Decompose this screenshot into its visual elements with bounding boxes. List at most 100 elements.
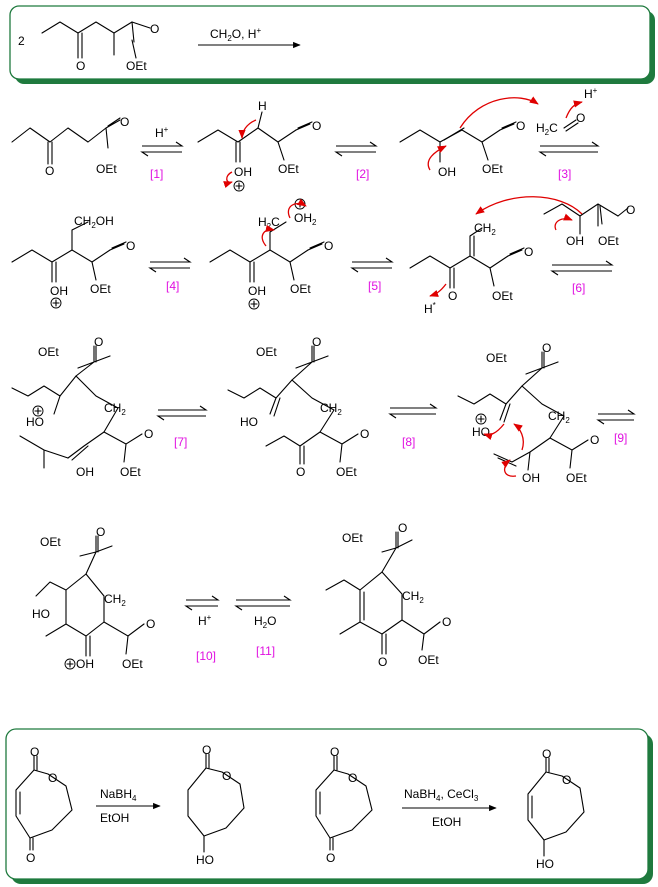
atom-o: O <box>378 655 387 669</box>
diketone-diester: OEt O CH2 HO O OEt O <box>227 335 369 479</box>
step-label: [8] <box>402 435 415 449</box>
oxonium-adduct: H2C OH2 OH O OEt <box>209 198 333 310</box>
atom-oh: OH <box>566 234 584 248</box>
atom-o: O <box>326 851 335 865</box>
atom-ho: HO <box>196 853 214 867</box>
bottom-reaction-box: O O O NaBH4 EtOH O O HO O O O NaBH4, CeC… <box>5 728 653 884</box>
atom-ch2: CH2 <box>104 401 126 417</box>
equilibrium-arrow <box>234 595 292 611</box>
reagent-nabh4: NaBH4 <box>100 787 137 803</box>
hydroxymethyl-adduct: CH2OH OH O OEt <box>11 214 135 309</box>
atom-oet: OEt <box>486 351 507 365</box>
atom-o: O <box>222 769 231 783</box>
atom-oh2: OH2 <box>294 211 317 227</box>
atom-o: O <box>120 115 129 129</box>
atom-oet: OEt <box>482 162 503 176</box>
enol-1: OH O OEt <box>399 96 539 179</box>
atom-ch2: CH2 <box>104 592 126 608</box>
atom-o: O <box>398 521 407 535</box>
atom-oh: OH <box>76 465 94 479</box>
atom-o: O <box>150 22 159 36</box>
equilibrium-arrow <box>140 141 184 157</box>
atom-ch2oh: CH2OH <box>74 214 114 230</box>
atom-o: O <box>542 747 551 761</box>
reagent-ch2o: CH2O, H+ <box>210 26 261 43</box>
equilibrium-arrow <box>350 257 394 273</box>
step-label: [1] <box>150 167 163 181</box>
atom-oh: OH <box>522 471 540 485</box>
step-label: [5] <box>368 279 381 293</box>
atom-oet: OEt <box>418 653 439 667</box>
step-label: [9] <box>614 431 627 445</box>
reagent-water: H2O <box>254 614 276 630</box>
atom-o: O <box>442 615 451 629</box>
atom-oet: OEt <box>492 289 513 303</box>
atom-oet: OEt <box>598 234 619 248</box>
atom-oet: OEt <box>38 345 59 359</box>
mechanism-row-4: OEt O CH2 HO O OEt OH H+ [10] H2O [11] O… <box>32 521 451 671</box>
oxepinedione-1: O O O <box>15 745 73 865</box>
cyclohexenone-product: OEt O CH2 O OEt O <box>325 521 451 669</box>
equilibrium-arrow <box>334 141 378 157</box>
atom-o: O <box>348 771 357 785</box>
solvent-etoh: EtOH <box>100 811 129 825</box>
atom-o: O <box>146 617 155 631</box>
atom-o: O <box>312 335 321 349</box>
atom-ch2: CH2 <box>474 221 496 237</box>
atom-o: O <box>144 427 153 441</box>
formaldehyde: H2C O <box>536 111 585 137</box>
atom-o: O <box>26 851 35 865</box>
atom-oet: OEt <box>342 531 363 545</box>
atom-o: O <box>590 433 599 447</box>
mechanism-row-2: CH2OH OH O OEt [4] H2C OH2 OH O OEt [5] <box>11 196 635 316</box>
reagent-hplus: H+ <box>155 125 169 140</box>
hydroxy-lactone-unsaturated: O O HO <box>527 747 585 871</box>
atom-oet: OEt <box>122 657 143 671</box>
atom-o: O <box>126 239 135 253</box>
equilibrium-arrow <box>538 141 600 157</box>
michael-adduct-enol: OEt O CH2 HO O OEt OH <box>11 335 153 479</box>
equilibrium-arrow <box>148 257 192 273</box>
ethyl-propionylacetate-top: O O OEt <box>41 21 159 73</box>
atom-oh: OH <box>50 284 68 298</box>
atom-oet: OEt <box>336 465 357 479</box>
atom-o: O <box>542 341 551 355</box>
atom-oh: OH <box>438 165 456 179</box>
proton: H+ <box>584 86 598 101</box>
atom-oet: OEt <box>290 282 311 296</box>
atom-ho: HO <box>26 415 44 429</box>
ketoester-1: O O OEt <box>11 115 129 178</box>
mechanism-row-3: OEt O CH2 HO O OEt OH [7] OEt O CH2 HO O <box>11 335 636 485</box>
step-label: [11] <box>256 644 275 658</box>
atom-o: O <box>296 465 305 479</box>
atom-ch2: CH2 <box>320 401 342 417</box>
top-reaction-box: 2 O O OEt CH2O, H+ <box>9 5 655 84</box>
atom-o: O <box>94 335 103 349</box>
atom-ho: HO <box>240 415 258 429</box>
atom-oh: OH <box>234 165 252 179</box>
reagent-hplus: H+ <box>198 613 212 628</box>
step-label: [6] <box>572 281 585 295</box>
mechanism-row-1: O O OEt H+ [1] H OH O OEt [2] OH O <box>11 86 600 192</box>
hydroxy-lactone-saturated: O O HO <box>187 743 245 867</box>
atom-o: O <box>448 289 457 303</box>
atom-o: O <box>576 111 585 125</box>
atom-o: O <box>202 743 211 757</box>
atom-o: O <box>330 745 339 759</box>
atom-h: H <box>258 99 267 113</box>
reagent-nabh4-cecl3: NaBH4, CeCl3 <box>404 787 479 803</box>
atom-ch2: CH2 <box>402 589 424 605</box>
protonated-ketoester: H OH O OEt <box>197 99 321 192</box>
atom-hstar: H* <box>424 301 436 316</box>
step-label: [3] <box>558 167 571 181</box>
equilibrium-arrow <box>550 260 614 276</box>
atom-oh: OH <box>248 284 266 298</box>
atom-oet: OEt <box>126 59 147 73</box>
solvent-etoh: EtOH <box>432 815 461 829</box>
atom-oet: OEt <box>120 465 141 479</box>
atom-ho: HO <box>536 857 554 871</box>
equilibrium-arrow <box>156 405 208 421</box>
atom-o: O <box>360 427 369 441</box>
atom-oet: OEt <box>96 162 117 176</box>
